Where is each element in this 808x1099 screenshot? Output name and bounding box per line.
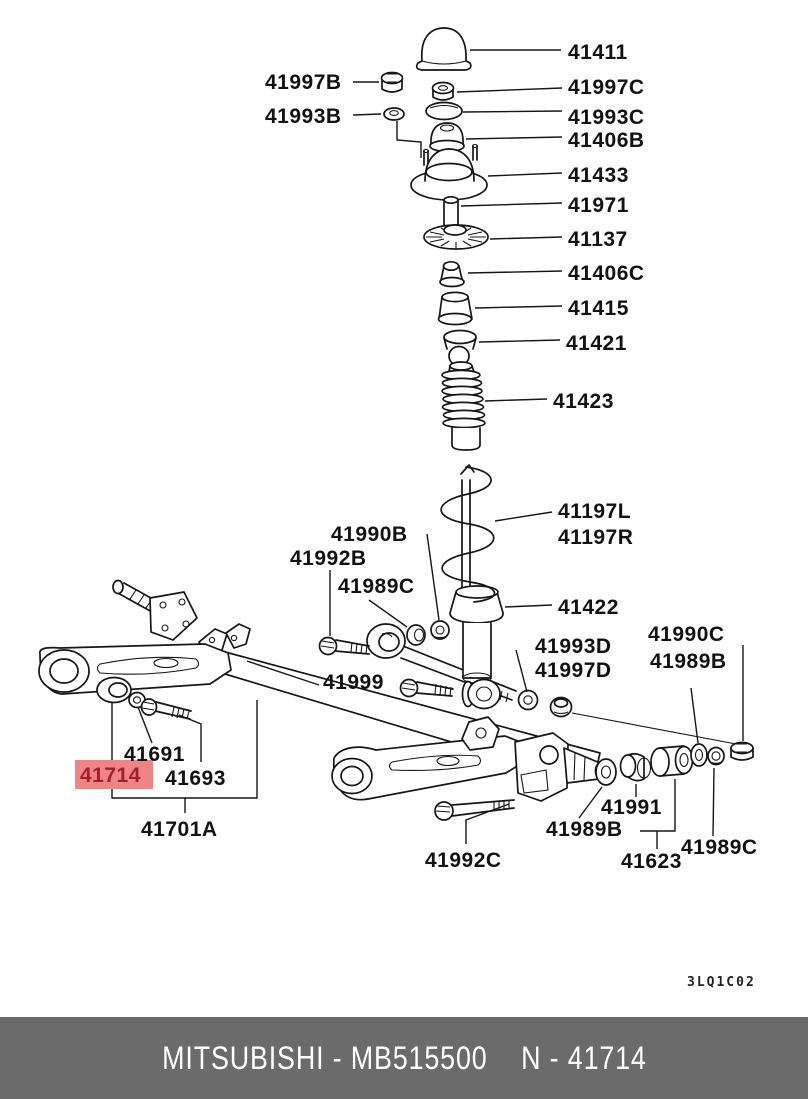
part-label-41137: 41137 [568, 228, 628, 251]
part-label-41197l: 41197L [558, 500, 631, 523]
part-label-41693: 41693 [165, 767, 226, 790]
part-label-41406c: 41406C [568, 262, 645, 285]
part-label-41993c: 41993C [568, 106, 645, 129]
part-label-41623: 41623 [621, 850, 682, 873]
part-label-41406b: 41406B [568, 129, 645, 152]
part-label-41990c: 41990C [648, 623, 725, 646]
footer-brand-part: MITSUBISHI - MB515500 [161, 1039, 488, 1076]
left-trailing-arm [38, 579, 232, 695]
nut-41997d [549, 696, 573, 718]
bushing-41991 [619, 753, 652, 782]
footer-text: MITSUBISHI - MB515500 N - 41714 [162, 1040, 647, 1077]
spindle-knuckle [514, 732, 608, 802]
leader-lines [111, 49, 744, 849]
part-label-41997d: 41997D [535, 659, 612, 682]
cap-41411 [415, 27, 472, 71]
nut-41989c-lower [707, 746, 725, 766]
washer-41989b-right [690, 743, 708, 767]
bump-41406c [439, 260, 465, 288]
cup-41415 [437, 291, 473, 326]
part-label-41701a: 41701A [141, 818, 218, 841]
part-label-41971: 41971 [568, 194, 629, 217]
bolt-41693 [140, 698, 192, 720]
part-label-41411: 41411 [568, 41, 628, 64]
part-label-41997b: 41997B [265, 71, 342, 94]
nut-41997c [431, 81, 455, 101]
part-label-41433: 41433 [568, 164, 629, 187]
part-label-41991: 41991 [601, 796, 662, 819]
footer-part-number: N - 41714 [520, 1039, 647, 1076]
washer-flanged-41990b [406, 624, 426, 646]
part-labels: 41411 41997B 41997C 41993B 41993C 41406B… [80, 41, 758, 873]
cup-41406b [429, 122, 465, 153]
part-label-41993d: 41993D [535, 635, 612, 658]
strut-mount-41433 [410, 143, 488, 201]
nut-41990c [730, 741, 754, 761]
bump-stop-41421 [443, 329, 477, 367]
coil-spring [440, 464, 496, 603]
part-label-41992b: 41992B [290, 547, 367, 570]
spindle-axis-line [571, 712, 753, 748]
bushing-41714 [96, 676, 132, 704]
highlight-box [75, 760, 153, 789]
part-label-41714-highlighted: 41714 [80, 764, 141, 787]
bolt-41999 [399, 678, 454, 698]
part-label-41415: 41415 [568, 297, 629, 320]
bolt-41992c [434, 799, 515, 821]
strut-mount-stack [380, 27, 489, 451]
shock-absorber [449, 479, 504, 710]
part-label-41989b-left: 41989B [546, 818, 623, 841]
washer-41993c [425, 101, 463, 121]
part-label-41999: 41999 [323, 671, 384, 694]
washer-41993d [517, 689, 539, 711]
nut-41989c-upper [430, 620, 450, 640]
exploded-parts-diagram: 41411 41997B 41997C 41993B 41993C 41406B… [38, 27, 758, 990]
spring-seat-41137 [423, 224, 489, 250]
part-label-41989c-upper: 41989C [338, 575, 415, 598]
bolt-41992b [318, 636, 370, 656]
part-label-41993b: 41993B [265, 105, 342, 128]
drawing-code: 3LQ1C02 [687, 975, 756, 990]
washer-41993b [383, 107, 405, 121]
bushing-41623 [650, 745, 694, 777]
dust-cover-41423 [441, 361, 486, 451]
part-label-41992c: 41992C [425, 849, 502, 872]
part-label-41990b: 41990B [331, 523, 408, 546]
part-label-41421: 41421 [566, 332, 627, 355]
part-label-41989b-right: 41989B [650, 650, 727, 673]
part-label-41691: 41691 [124, 743, 185, 766]
rod-41971 [443, 195, 459, 228]
part-label-41423: 41423 [553, 390, 614, 413]
nut-41997b [380, 71, 404, 93]
part-label-41197r: 41197R [558, 526, 633, 549]
part-label-41989c-lower: 41989C [681, 836, 758, 859]
part-label-41422: 41422 [558, 596, 619, 619]
washer-41989b-left [595, 758, 617, 786]
part-label-41997c: 41997C [568, 76, 645, 99]
footer-bar: MITSUBISHI - MB515500 N - 41714 [0, 1017, 808, 1099]
